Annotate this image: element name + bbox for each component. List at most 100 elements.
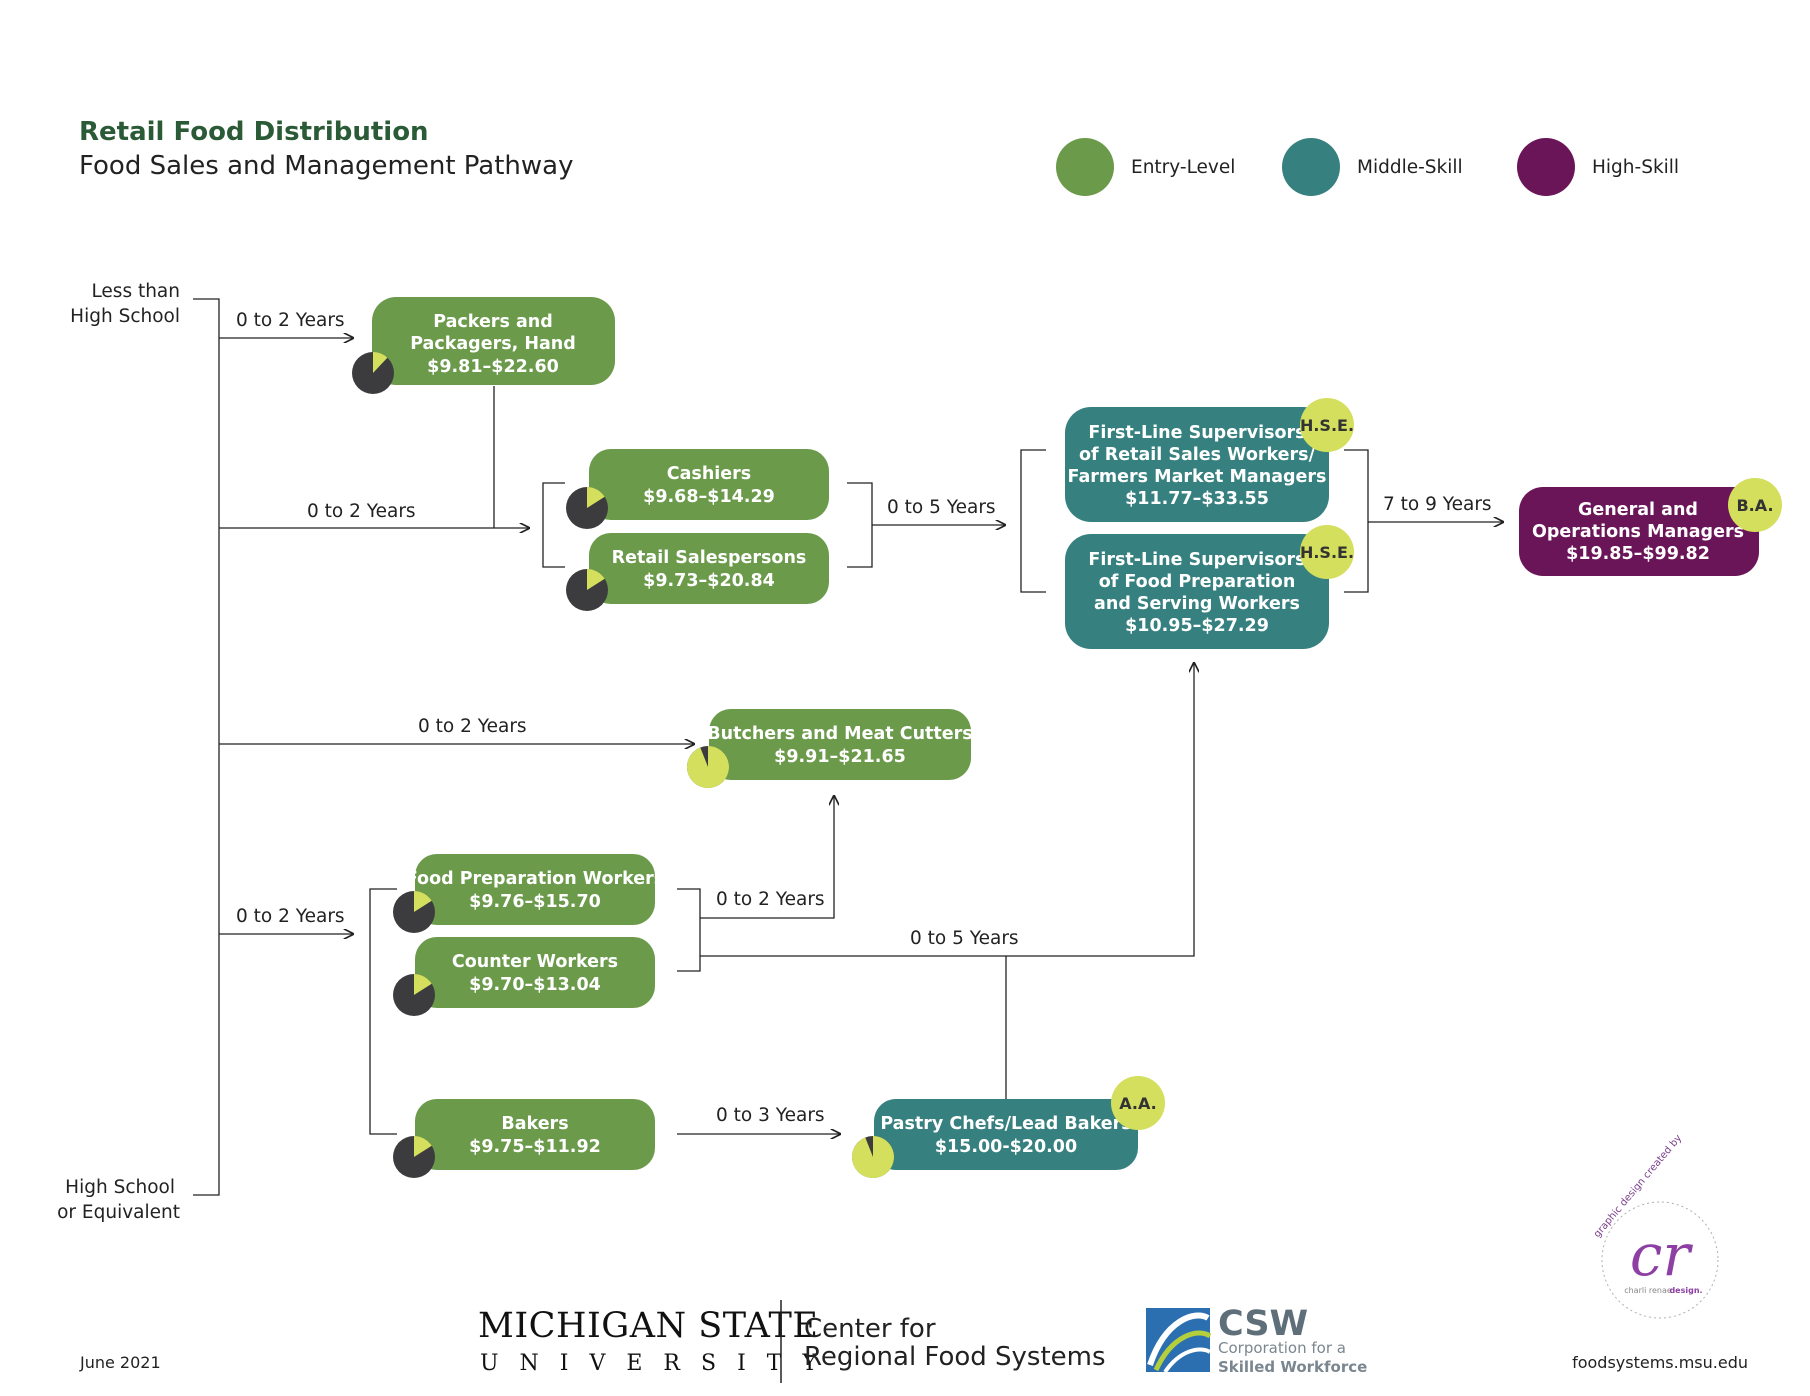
pie-icon bbox=[566, 569, 608, 611]
legend: Entry-Level Middle-Skill High-Skill bbox=[1056, 138, 1679, 196]
transition-to-gen-ops: 7 to 9 Years bbox=[1383, 494, 1492, 515]
pie-wedge bbox=[686, 746, 729, 788]
pie-wedge bbox=[587, 487, 605, 508]
msu-logo-line2: UNIVERSITY bbox=[480, 1351, 838, 1376]
occupation-butchers: Butchers and Meat Cutters $9.91–$21.65 bbox=[686, 709, 973, 788]
node-title-line3: Farmers Market Managers bbox=[1068, 467, 1327, 487]
node-wage: $9.68–$14.29 bbox=[643, 487, 775, 507]
node-wage: $9.73–$20.84 bbox=[643, 571, 775, 591]
msu-logo: MICHIGAN STATE UNIVERSITY bbox=[478, 1306, 838, 1376]
education-badge-label: H.S.E. bbox=[1300, 416, 1354, 435]
node-wage: $9.81–$22.60 bbox=[427, 357, 559, 377]
page-title: Retail Food Distribution bbox=[79, 117, 429, 147]
transition-to-supervisors: 0 to 5 Years bbox=[887, 497, 996, 518]
occupation-supervisors-food: First-Line Supervisors of Food Preparati… bbox=[1065, 525, 1354, 649]
transition-bakers-to-pastry: 0 to 3 Years bbox=[716, 1105, 825, 1126]
pie-wedge bbox=[587, 569, 605, 590]
crfs-line1: Center for bbox=[804, 1314, 936, 1344]
pie-icon bbox=[352, 352, 394, 394]
pie-wedge bbox=[414, 974, 432, 995]
transition-to-packers: 0 to 2 Years bbox=[236, 310, 345, 331]
node-title-line2: Operations Managers bbox=[1532, 522, 1744, 542]
occupation-retail-salespersons: Retail Salespersons $9.73–$20.84 bbox=[566, 533, 829, 611]
node-wage: $9.70–$13.04 bbox=[469, 975, 601, 995]
occupation-food-preparation-workers: Food Preparation Workers $9.76–$15.70 bbox=[393, 854, 664, 933]
footer-date: June 2021 bbox=[79, 1353, 161, 1372]
education-badge bbox=[1300, 398, 1354, 452]
node-box bbox=[1065, 407, 1329, 522]
node-box bbox=[415, 854, 655, 925]
csw-line2: Skilled Workforce bbox=[1218, 1358, 1367, 1376]
node-wage: $19.85–$99.82 bbox=[1566, 544, 1710, 564]
footer-website: foodsystems.msu.edu bbox=[1572, 1353, 1748, 1372]
node-title-line3: and Serving Workers bbox=[1094, 594, 1300, 614]
node-box bbox=[415, 1099, 655, 1170]
node-wage: $9.76–$15.70 bbox=[469, 892, 601, 912]
pie-wedge bbox=[414, 1136, 432, 1157]
education-less-than-hs-line1: Less than bbox=[91, 281, 180, 302]
node-title-line1: First-Line Supervisors bbox=[1088, 423, 1305, 443]
designer-logo-ring bbox=[1601, 1201, 1719, 1319]
crfs-line2: Regional Food Systems bbox=[804, 1342, 1106, 1372]
node-wage: $9.75–$11.92 bbox=[469, 1137, 601, 1157]
education-hs-line2: or Equivalent bbox=[57, 1202, 180, 1223]
node-box bbox=[874, 1099, 1138, 1170]
designer-logo: graphic design created by cr charli rena… bbox=[1592, 1133, 1719, 1319]
node-title: Counter Workers bbox=[452, 952, 618, 972]
node-wage: $11.77–$33.55 bbox=[1125, 489, 1269, 509]
pie-icon bbox=[852, 1136, 895, 1178]
csw-logo: CSW Corporation for a Skilled Workforce bbox=[1146, 1304, 1367, 1376]
node-box bbox=[1065, 534, 1329, 649]
node-box bbox=[372, 297, 615, 385]
education-hs-line1: High School bbox=[65, 1177, 175, 1198]
node-box bbox=[415, 937, 655, 1008]
node-title-line2: of Retail Sales Workers/ bbox=[1079, 445, 1316, 465]
transition-to-butchers: 0 to 2 Years bbox=[418, 716, 527, 737]
pie-icon bbox=[686, 746, 729, 788]
education-badge-label: B.A. bbox=[1736, 496, 1773, 515]
node-title: Butchers and Meat Cutters bbox=[707, 724, 972, 744]
occupation-bakers: Bakers $9.75–$11.92 bbox=[393, 1099, 655, 1178]
node-box bbox=[589, 449, 829, 520]
connectors bbox=[193, 298, 1503, 1196]
transition-to-foodprep-group: 0 to 2 Years bbox=[236, 906, 345, 927]
pie-icon bbox=[393, 974, 435, 1016]
node-wage: $15.00-$20.00 bbox=[935, 1137, 1077, 1157]
designer-suffix: design. bbox=[1669, 1286, 1702, 1295]
csw-line1: Corporation for a bbox=[1218, 1339, 1346, 1357]
pie-wedge bbox=[852, 1136, 895, 1178]
transition-to-cashiers-group: 0 to 2 Years bbox=[307, 501, 416, 522]
node-wage: $10.95–$27.29 bbox=[1125, 616, 1269, 636]
pie-wedge bbox=[414, 891, 432, 912]
designer-mark: cr bbox=[1630, 1221, 1693, 1289]
node-box bbox=[709, 709, 971, 780]
education-badge-label: A.A. bbox=[1119, 1094, 1157, 1113]
node-title-line1: General and bbox=[1578, 500, 1698, 520]
designer-name: charli renae bbox=[1624, 1286, 1672, 1295]
education-badge bbox=[1300, 525, 1354, 579]
occupation-packers: Packers and Packagers, Hand $9.81–$22.60 bbox=[352, 297, 615, 394]
transition-foodprep-to-supervisors: 0 to 5 Years bbox=[910, 928, 1019, 949]
pie-wedge bbox=[373, 352, 388, 373]
legend-entry-swatch bbox=[1056, 138, 1114, 196]
node-title: Bakers bbox=[501, 1114, 568, 1134]
page-subtitle: Food Sales and Management Pathway bbox=[79, 151, 574, 181]
education-badge bbox=[1728, 478, 1782, 532]
node-wage: $9.91–$21.65 bbox=[774, 747, 906, 767]
occupation-cashiers: Cashiers $9.68–$14.29 bbox=[566, 449, 829, 529]
education-less-than-hs-line2: High School bbox=[70, 306, 180, 327]
legend-entry-label: Entry-Level bbox=[1131, 157, 1235, 178]
node-title-line2: Packagers, Hand bbox=[410, 334, 576, 354]
node-title-line1: First-Line Supervisors bbox=[1088, 550, 1305, 570]
pie-icon bbox=[566, 487, 608, 529]
education-badge-label: H.S.E. bbox=[1300, 543, 1354, 562]
csw-logo-text: CSW bbox=[1218, 1304, 1308, 1344]
legend-high-label: High-Skill bbox=[1592, 157, 1679, 178]
node-title-line2: of Food Preparation bbox=[1099, 572, 1296, 592]
node-title: Food Preparation Workers bbox=[406, 869, 664, 889]
legend-middle-label: Middle-Skill bbox=[1357, 157, 1463, 178]
occupation-counter-workers: Counter Workers $9.70–$13.04 bbox=[393, 937, 655, 1016]
node-box bbox=[1519, 487, 1759, 576]
occupation-general-operations-managers: General and Operations Managers $19.85–$… bbox=[1519, 478, 1782, 576]
